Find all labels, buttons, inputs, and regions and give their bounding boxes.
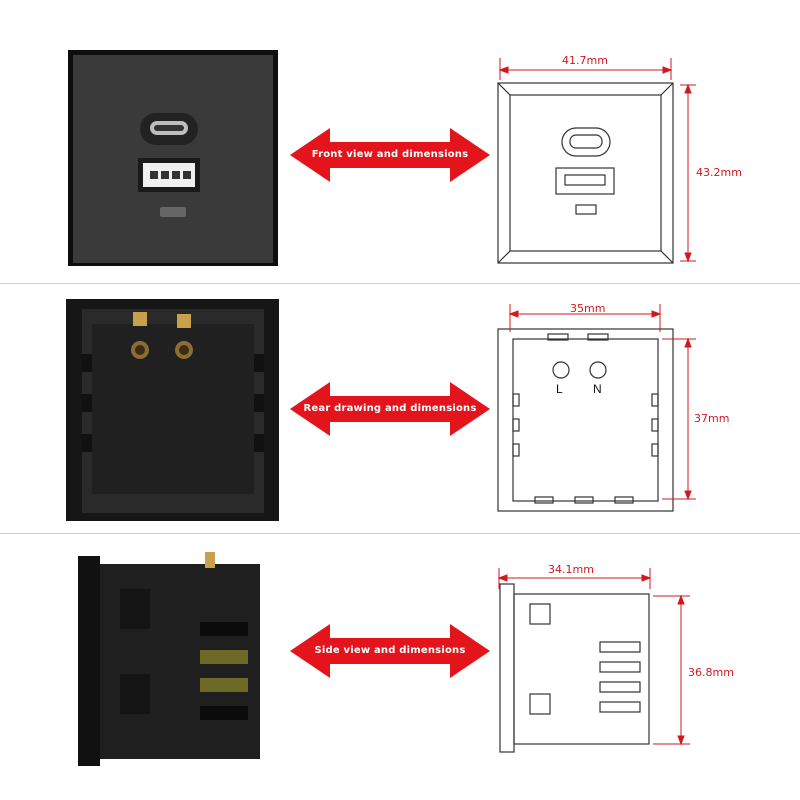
double-arrow-icon bbox=[290, 128, 490, 182]
front-product-photo bbox=[68, 50, 278, 266]
side-width-dimension: 34.1mm bbox=[548, 563, 594, 576]
side-view-graphics bbox=[78, 552, 690, 766]
led-indicator-icon bbox=[160, 207, 186, 217]
terminal-label-n: N bbox=[593, 382, 602, 396]
front-view-graphics bbox=[68, 50, 696, 266]
divider bbox=[0, 533, 800, 534]
divider bbox=[0, 283, 800, 284]
rear-view-label: Rear drawing and dimensions bbox=[303, 403, 477, 414]
front-drawing bbox=[497, 82, 674, 264]
rear-view-row: Rear drawing and dimensions 35mm 37mm L … bbox=[0, 284, 800, 550]
double-arrow-icon bbox=[290, 624, 490, 678]
terminal-label-l: L bbox=[556, 382, 563, 396]
double-arrow-icon bbox=[290, 382, 490, 436]
front-width-dimension: 41.7mm bbox=[562, 54, 608, 67]
rear-view-graphics bbox=[66, 299, 696, 521]
front-view-row: Front view and dimensions 41.7mm 43.2mm bbox=[0, 0, 800, 266]
side-view-row: Side view and dimensions 34.1mm 36.8mm bbox=[0, 534, 800, 800]
front-view-label: Front view and dimensions bbox=[311, 149, 469, 160]
rear-height-dimension: 37mm bbox=[694, 412, 730, 425]
front-height-dimension: 43.2mm bbox=[696, 166, 742, 179]
rear-product-photo bbox=[66, 299, 279, 521]
rear-width-dimension: 35mm bbox=[570, 302, 606, 315]
side-drawing bbox=[499, 583, 650, 753]
side-view-label: Side view and dimensions bbox=[314, 645, 466, 656]
side-height-dimension: 36.8mm bbox=[688, 666, 734, 679]
side-product-photo bbox=[78, 552, 260, 766]
rear-drawing bbox=[497, 328, 674, 512]
